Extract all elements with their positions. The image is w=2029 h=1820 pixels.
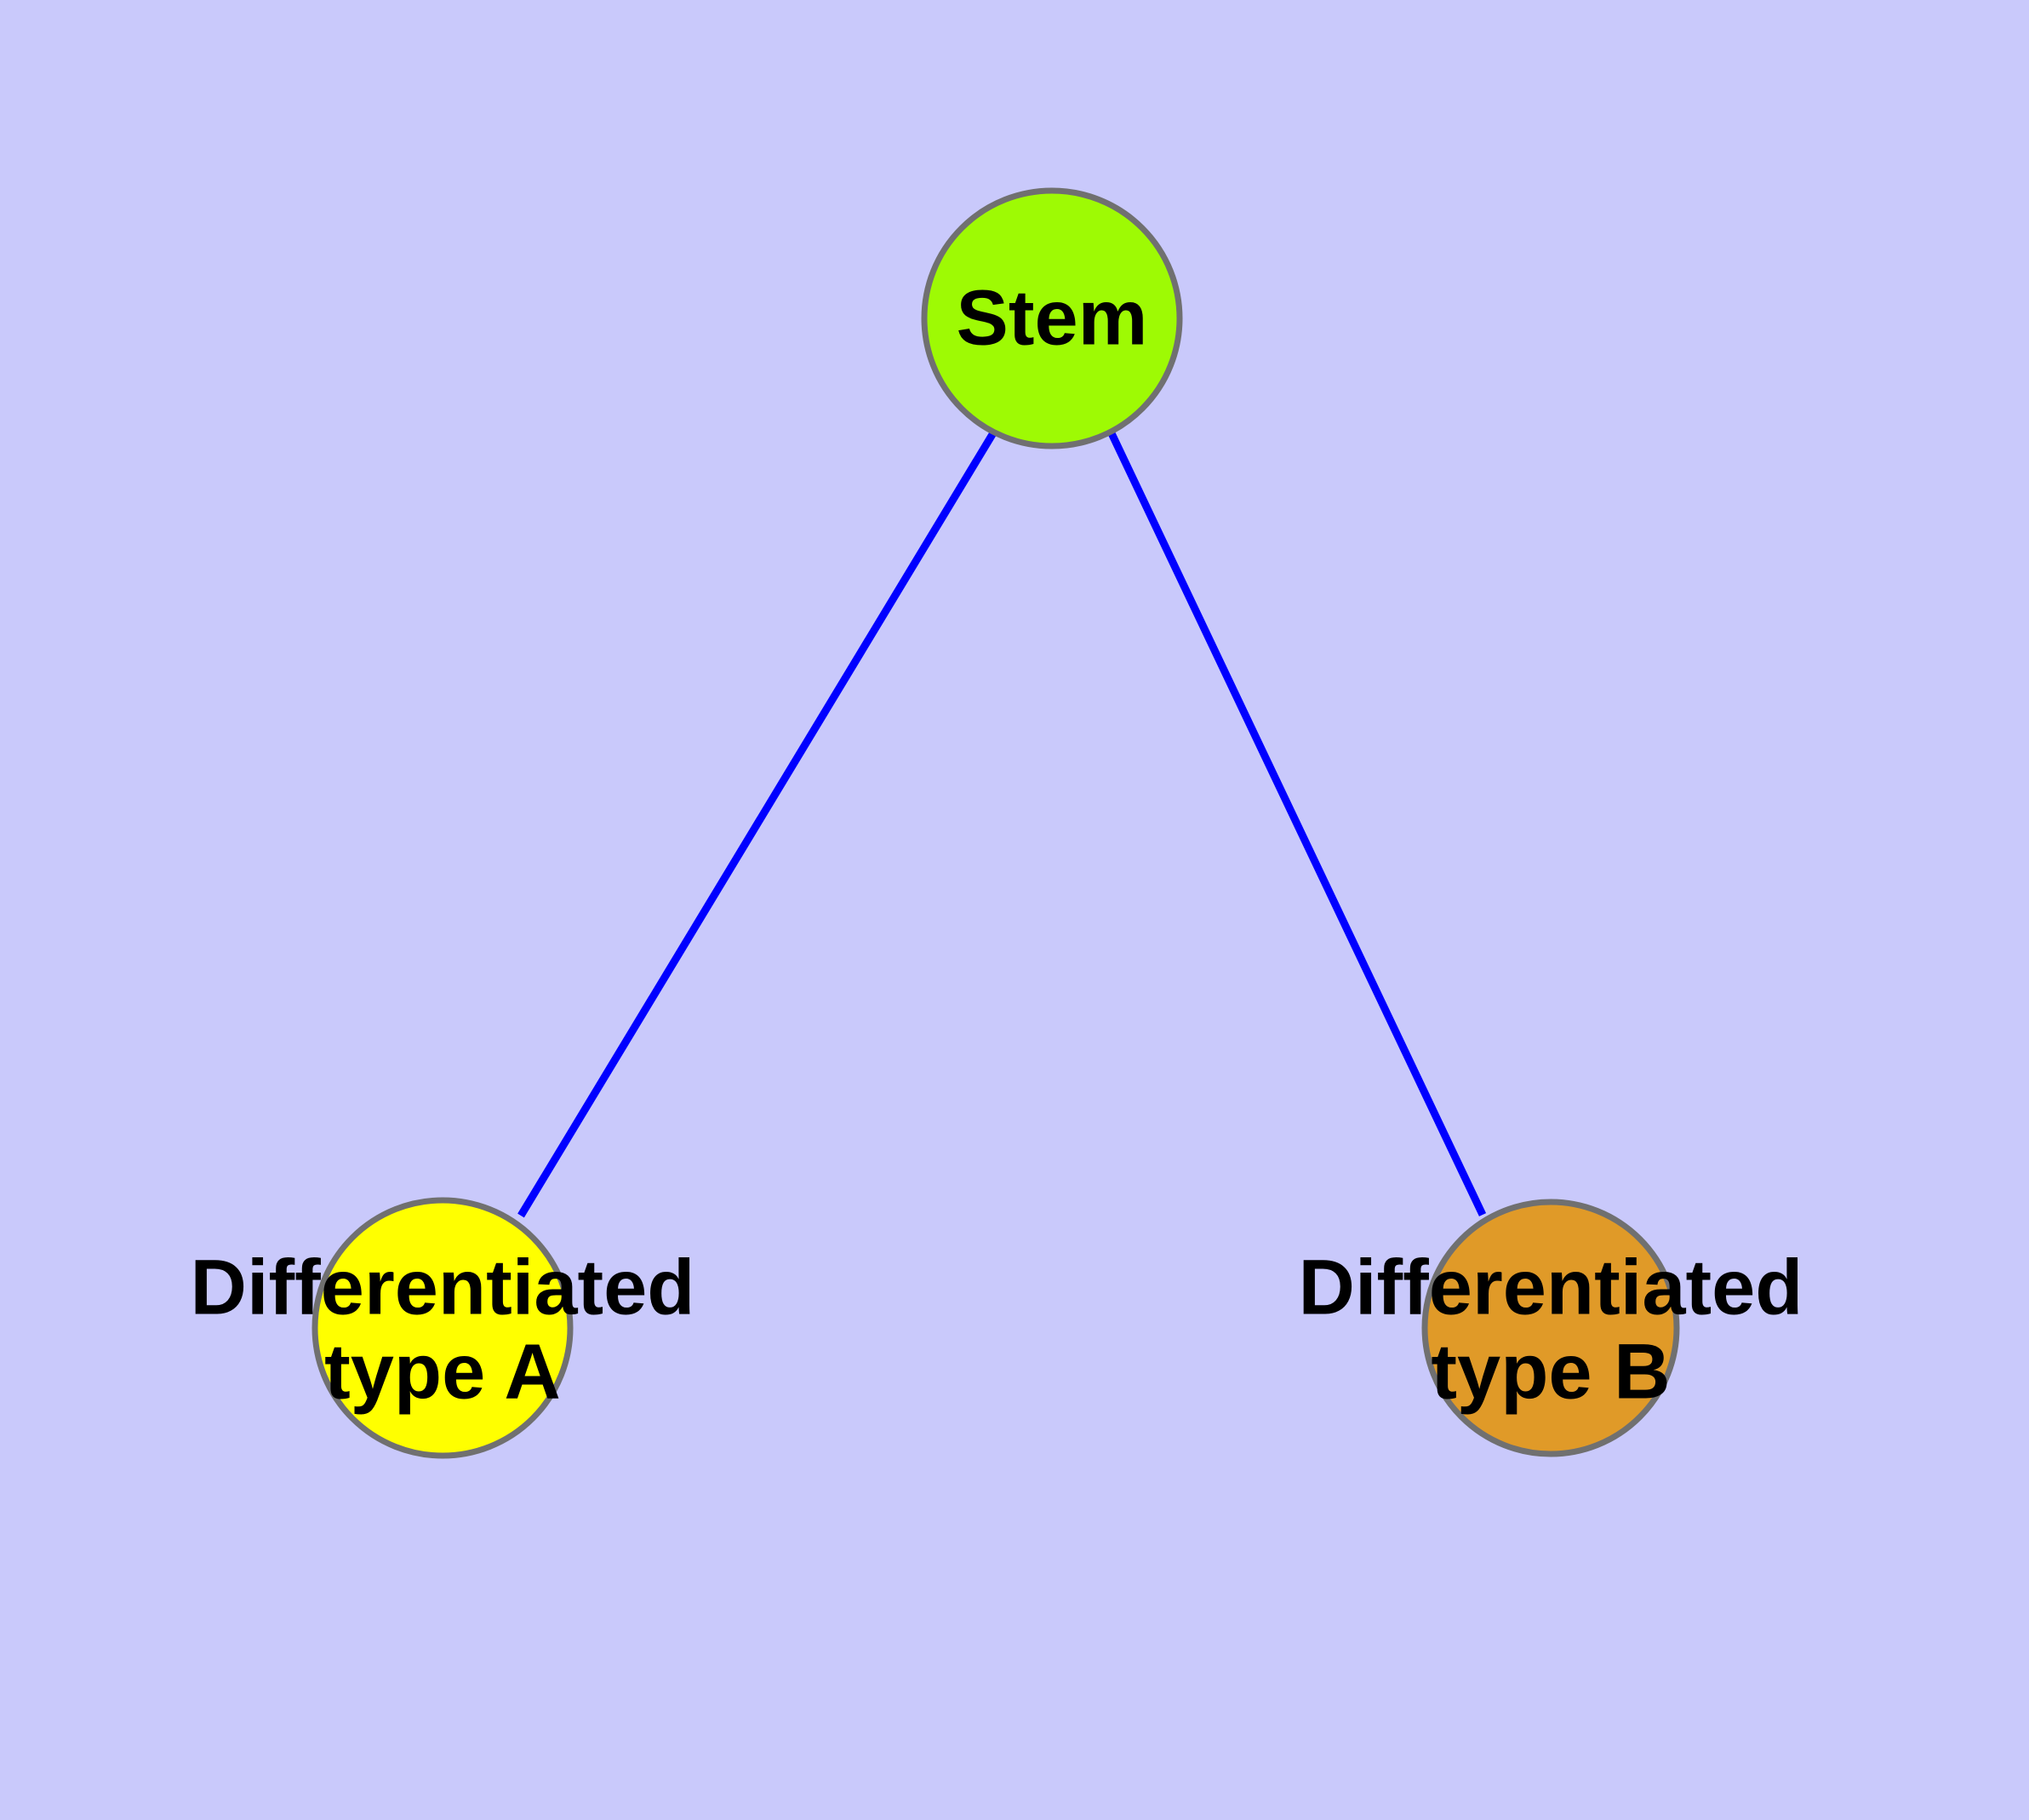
edge-stem-to-diff_b [1107, 432, 1487, 1216]
node-stem[interactable] [921, 187, 1183, 449]
node-diff_a[interactable] [311, 1197, 574, 1459]
edge-stem-to-diff_a [517, 429, 997, 1218]
edges-layer [517, 429, 1487, 1218]
nodes-layer [311, 187, 1680, 1459]
node-diff_b[interactable] [1421, 1199, 1680, 1457]
